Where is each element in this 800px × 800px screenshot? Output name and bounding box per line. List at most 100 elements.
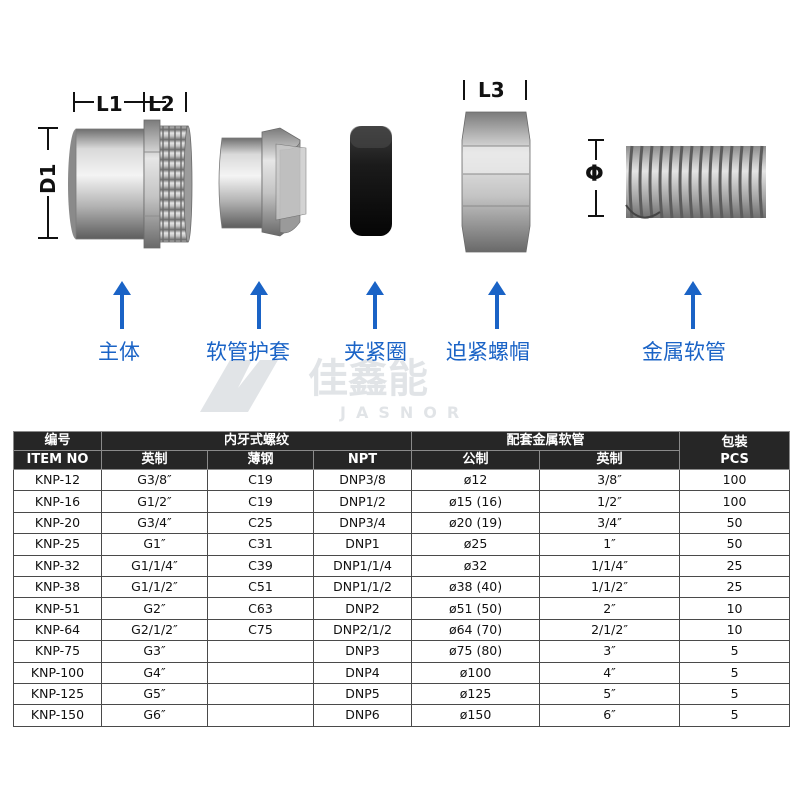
cell-npt: DNP1 [312, 533, 413, 556]
cell-hose-imperial: 2″ [539, 597, 681, 620]
cell-pcs: 100 [679, 468, 791, 492]
cell-metric: ø38 (40) [411, 575, 541, 599]
cell-npt: DNP6 [312, 704, 413, 727]
clamp-ring-part-image [350, 126, 392, 236]
parts-drawing [38, 80, 766, 253]
cell-metric: ø150 [411, 704, 541, 727]
col-metric: 公制 [411, 450, 541, 470]
cell-npt: DNP3/4 [312, 511, 413, 535]
cell-thin-steel: C63 [207, 597, 314, 620]
arrow-up-icon [113, 281, 131, 329]
cell-item-no: KNP-20 [13, 511, 102, 535]
cell-imperial: G1/1/2″ [101, 575, 208, 599]
cell-item-no: KNP-150 [13, 704, 102, 727]
cell-pcs: 5 [679, 640, 791, 663]
cell-metric: ø100 [411, 661, 541, 684]
cell-pcs: 10 [679, 618, 791, 642]
cell-item-no: KNP-75 [13, 640, 102, 663]
cell-pcs: 10 [679, 597, 791, 620]
cell-hose-imperial: 6″ [539, 704, 681, 727]
spec-table: 编号 内牙式螺纹 配套金属软管 包装 PCS ITEM NO 英制 薄钢 NPT… [13, 431, 791, 727]
cell-thin-steel [207, 704, 314, 727]
col-pack-cn: 包装 [721, 434, 748, 450]
cell-imperial: G3″ [101, 640, 208, 663]
cell-hose-imperial: 4″ [539, 661, 681, 684]
arrow-up-icon [684, 281, 702, 329]
part-label-clamp-ring: 夹紧圈 [344, 340, 407, 364]
cell-thin-steel [207, 682, 314, 706]
cell-item-no: KNP-100 [13, 661, 102, 684]
cell-hose-imperial: 1/1/2″ [539, 575, 681, 599]
cell-imperial: G1/2″ [101, 490, 208, 513]
dimension-d1 [38, 127, 58, 239]
cell-imperial: G4″ [101, 661, 208, 684]
arrow-up-icon [250, 281, 268, 329]
part-label-body: 主体 [98, 340, 140, 364]
arrow-up-icon [366, 281, 384, 329]
dimension-l3 [463, 80, 527, 100]
cell-npt: DNP3/8 [312, 468, 413, 492]
dimension-phi-label: Φ [585, 162, 604, 187]
col-pack: 包装 PCS [679, 431, 791, 470]
cell-pcs: 5 [679, 682, 791, 706]
dimension-l1-label: L1 [96, 92, 123, 116]
cell-thin-steel: C31 [207, 533, 314, 556]
cell-item-no: KNP-64 [13, 618, 102, 642]
part-label-sleeve: 软管护套 [206, 340, 290, 364]
cell-thin-steel: C19 [207, 468, 314, 492]
arrow-up-icon [488, 281, 506, 329]
cell-pcs: 5 [679, 704, 791, 727]
cell-metric: ø20 (19) [411, 511, 541, 535]
cell-thin-steel: C75 [207, 618, 314, 642]
col-item-no: ITEM NO [13, 450, 102, 470]
cell-metric: ø15 (16) [411, 490, 541, 513]
cell-pcs: 50 [679, 533, 791, 556]
cell-metric: ø12 [411, 468, 541, 492]
cell-thin-steel [207, 640, 314, 663]
cell-metric: ø25 [411, 533, 541, 556]
cell-item-no: KNP-12 [13, 468, 102, 492]
cell-hose-imperial: 3/4″ [539, 511, 681, 535]
cell-npt: DNP2 [312, 597, 413, 620]
cell-thin-steel [207, 661, 314, 684]
product-illustration: L1 L2 L3 D1 Φ 佳鑫能 JASNOR 主体 软管护套 夹紧圈 迫紧螺… [36, 80, 766, 422]
cell-thin-steel: C39 [207, 554, 314, 577]
cell-hose-imperial: 1/1/4″ [539, 554, 681, 577]
cell-hose-imperial: 2/1/2″ [539, 618, 681, 642]
cell-metric: ø125 [411, 682, 541, 706]
cell-hose-imperial: 5″ [539, 682, 681, 706]
watermark-brand-en: JASNOR [339, 403, 469, 422]
col-thin-steel: 薄钢 [207, 450, 314, 470]
cell-pcs: 50 [679, 511, 791, 535]
cell-npt: DNP1/1/2 [312, 575, 413, 599]
col-thread-group: 内牙式螺纹 [100, 431, 413, 451]
cell-thin-steel: C25 [207, 511, 314, 535]
watermark-brand-cn: 佳鑫能 [308, 356, 428, 402]
part-label-hose: 金属软管 [642, 340, 726, 364]
cell-imperial: G6″ [101, 704, 208, 727]
nut-part-image [461, 111, 531, 253]
cell-item-no: KNP-125 [13, 682, 102, 706]
cell-npt: DNP1/1/4 [312, 554, 413, 577]
cell-npt: DNP4 [312, 661, 413, 684]
col-hose-imperial: 英制 [539, 450, 681, 470]
cell-npt: DNP2/1/2 [312, 618, 413, 642]
cell-npt: DNP3 [312, 640, 413, 663]
cell-pcs: 100 [679, 490, 791, 513]
table-subheader-row: ITEM NO 英制 薄钢 NPT 公制 英制 [13, 450, 790, 470]
cell-thin-steel: C51 [207, 575, 314, 599]
dimension-phi [588, 139, 604, 217]
hose-part-image [625, 145, 766, 219]
col-code-cn: 编号 [13, 431, 102, 451]
sleeve-part-image [218, 127, 307, 237]
col-npt: NPT [312, 450, 413, 470]
